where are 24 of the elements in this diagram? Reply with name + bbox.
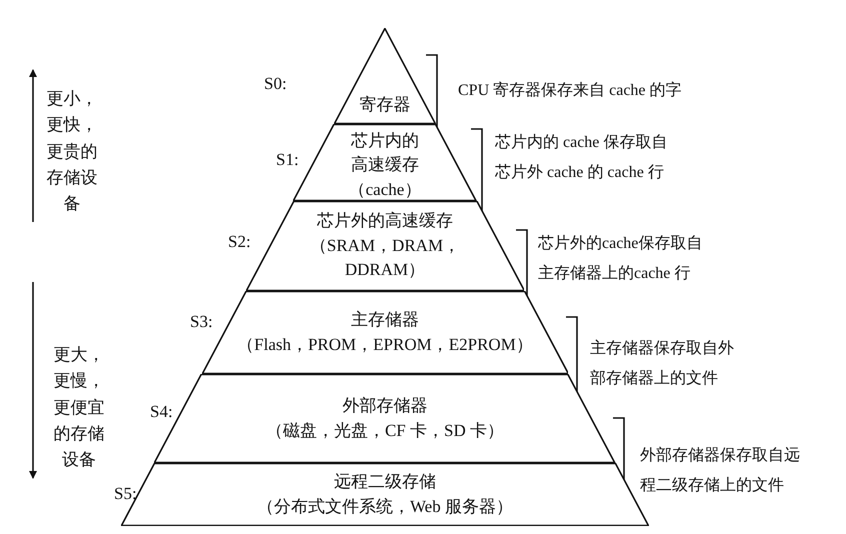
level-label: S2: bbox=[228, 231, 251, 253]
annotation: 外部存储器保存取自远程二级存储上的文件 bbox=[640, 446, 801, 496]
level-label: S1: bbox=[276, 149, 299, 171]
level-examples: （Flash，PROM，EPROM，E2PROM） bbox=[237, 334, 533, 356]
annotation: 芯片内的 cache 保存取自芯片外 cache 的 cache 行 bbox=[495, 132, 668, 184]
level-title: 芯片内的高速缓存 bbox=[350, 130, 420, 176]
level-examples: （分布式文件系统，Web 服务器） bbox=[256, 496, 513, 518]
level-title: 寄存器 bbox=[359, 94, 410, 116]
annotation: 主存储器保存取自外部存储器上的文件 bbox=[590, 338, 735, 390]
level-title: 芯片外的高速缓存 bbox=[316, 210, 453, 232]
level-examples: （SRAM，DRAM，DDRAM） bbox=[308, 234, 462, 282]
level-label: S0: bbox=[264, 73, 287, 95]
side-note: 更小，更快，更贵的存储设备 bbox=[46, 88, 98, 216]
level-examples: （磁盘，光盘，CF 卡，SD 卡） bbox=[266, 420, 504, 442]
annotation: CPU 寄存器保存来自 cache 的字 bbox=[458, 80, 683, 101]
level-label: S5: bbox=[114, 483, 137, 505]
side-note: 更大，更慢，更便宜的存储设备 bbox=[52, 344, 106, 472]
level-label: S3: bbox=[190, 311, 213, 333]
level-title: 主存储器 bbox=[350, 308, 419, 331]
level-examples: （cache） bbox=[348, 178, 422, 201]
annotation: 芯片外的cache保存取自主存储器上的cache 行 bbox=[538, 234, 704, 284]
level-title: 远程二级存储 bbox=[334, 470, 436, 493]
level-title: 外部存储器 bbox=[342, 394, 428, 417]
level-label: S4: bbox=[150, 401, 173, 423]
